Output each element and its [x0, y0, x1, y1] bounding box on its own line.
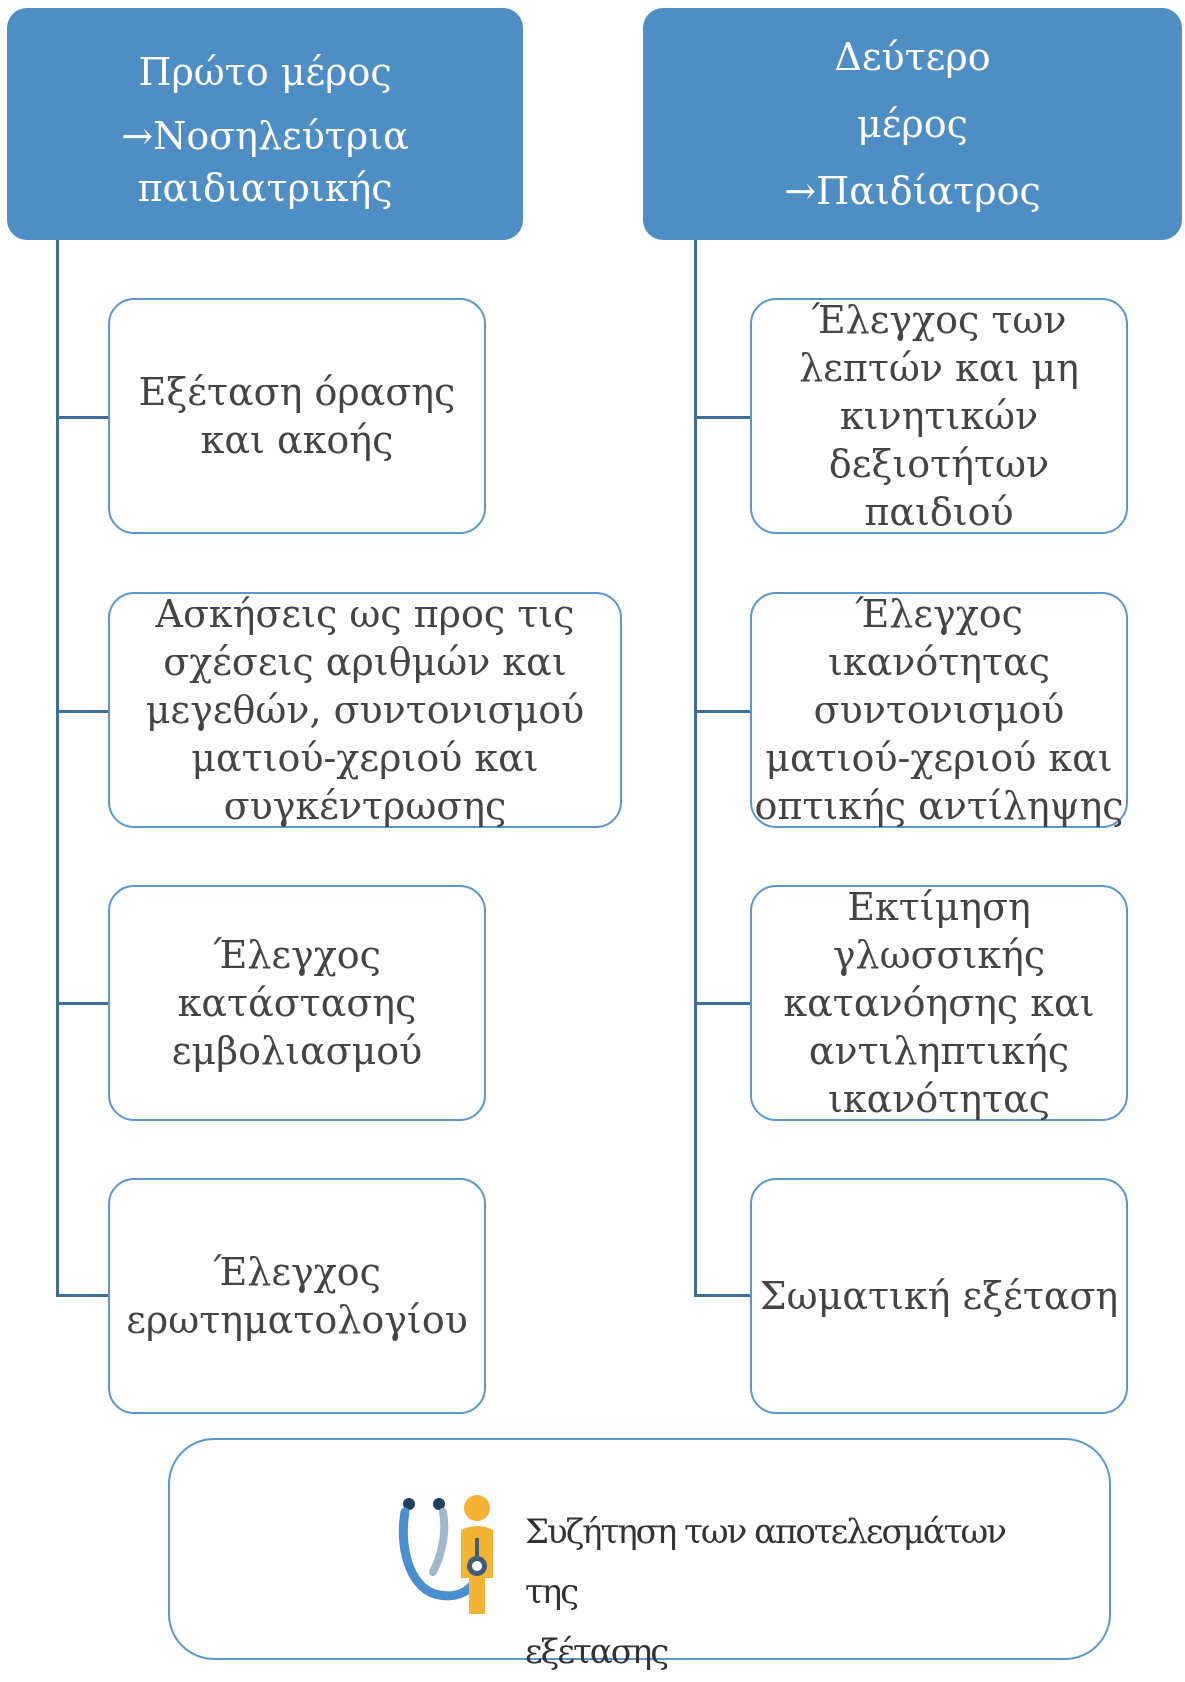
box-text-line: Έλεγχος των: [811, 298, 1067, 342]
vaccination-status-box: Έλεγχος κατάστασης εμβολιασμού: [108, 885, 486, 1121]
box-text-line: κατανόησης και: [783, 981, 1095, 1025]
box-text-line: κινητικών: [839, 394, 1039, 438]
first-part-header: Πρώτο μέρος →Νοσηλεύτρια παιδιατρικής: [7, 8, 523, 240]
box-text-line: λεπτών και μη: [799, 346, 1079, 390]
box-text-line: και ακοής: [200, 418, 394, 462]
box-text-line: παιδιού: [864, 490, 1014, 534]
right-connector-trunk: [694, 240, 697, 1297]
box-text-line: μεγεθών, συντονισμού: [145, 688, 585, 732]
second-part-header-line: →Παιδίατρος: [784, 168, 1041, 213]
box-text-line: εμβολιασμού: [171, 1029, 423, 1073]
left-connector-branch: [56, 416, 109, 419]
box-text-line: Έλεγχος: [855, 592, 1023, 636]
right-connector-branch: [694, 416, 750, 419]
box-text-line: οπτικής αντίληψης: [754, 784, 1124, 828]
right-connector-branch: [694, 710, 750, 713]
box-text-line: ματιού-χεριού και: [191, 736, 539, 780]
box-text-line: Ασκήσεις ως προς τις: [155, 592, 575, 636]
questionnaire-check-box: Έλεγχος ερωτηματολογίου: [108, 1178, 486, 1414]
physical-exam-box: Σωματική εξέταση: [750, 1178, 1128, 1414]
box-text-line: συντονισμού: [813, 688, 1065, 732]
second-part-header: Δεύτερο μέρος →Παιδίατρος: [643, 8, 1182, 240]
box-text-line: αντιληπτικής: [808, 1029, 1070, 1073]
motor-skills-check-box: Έλεγχος των λεπτών και μη κινητικών δεξι…: [750, 298, 1128, 534]
doctor-stethoscope-icon: [398, 1495, 493, 1614]
box-text-line: Εκτίμηση: [847, 885, 1031, 929]
box-text-line: συγκέντρωσης: [223, 784, 507, 828]
left-connector-branch: [56, 1294, 109, 1297]
box-text-line: κατάστασης: [177, 981, 417, 1025]
right-connector-branch: [694, 1002, 750, 1005]
box-text-line: ικανότητας: [827, 1077, 1051, 1121]
number-size-exercises-box: Ασκήσεις ως προς τις σχέσεις αριθμών και…: [108, 592, 622, 828]
summary-text-line: εξέτασης: [525, 1632, 669, 1672]
box-text-line: Έλεγχος: [213, 933, 381, 977]
first-part-header-line: →Νοσηλεύτρια: [121, 113, 409, 158]
right-connector-branch: [694, 1294, 750, 1297]
box-text-line: Εξέταση όρασης: [138, 370, 456, 414]
box-text-line: Σωματική εξέταση: [759, 1274, 1119, 1318]
box-text-line: ματιού-χεριού και: [765, 736, 1113, 780]
first-part-header-line: παιδιατρικής: [137, 165, 393, 210]
box-text-line: δεξιοτήτων: [828, 442, 1050, 486]
box-text-line: Έλεγχος: [213, 1250, 381, 1294]
vision-hearing-exam-box: Εξέταση όρασης και ακοής: [108, 298, 486, 534]
box-text-line: ερωτηματολογίου: [126, 1298, 468, 1342]
second-part-header-line: Δεύτερο: [834, 34, 991, 79]
summary-text-line: Συζήτηση των αποτελεσμάτων της: [525, 1512, 1007, 1612]
box-text-line: γλωσσικής: [832, 933, 1046, 977]
first-part-header-line: Πρώτο μέρος: [138, 49, 392, 94]
results-discussion-box: Συζήτηση των αποτελεσμάτων της εξέτασης: [168, 1438, 1111, 1672]
language-comprehension-box: Εκτίμηση γλωσσικής κατανόησης και αντιλη…: [750, 885, 1128, 1121]
box-text-line: ικανότητας: [827, 640, 1051, 684]
eye-hand-coordination-box: Έλεγχος ικανότητας συντονισμού ματιού-χε…: [750, 592, 1128, 828]
left-connector-branch: [56, 1002, 109, 1005]
box-text-line: σχέσεις αριθμών και: [163, 640, 567, 684]
results-discussion-text: Συζήτηση των αποτελεσμάτων της εξέτασης: [525, 1502, 1045, 1682]
second-part-header-line: μέρος: [857, 101, 968, 146]
left-connector-branch: [56, 710, 109, 713]
left-connector-trunk: [56, 240, 59, 1297]
